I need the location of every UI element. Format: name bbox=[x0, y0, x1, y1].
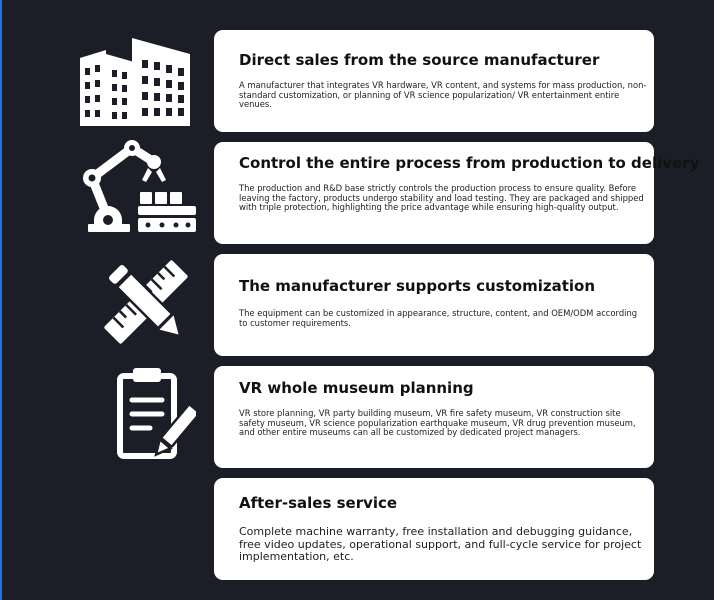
factory-buildings-icon bbox=[80, 38, 190, 126]
ruler-pencil-icon bbox=[104, 260, 188, 344]
feature-description: The production and R&D base strictly con… bbox=[239, 183, 644, 213]
feature-card-customization: The manufacturer supports customization … bbox=[214, 254, 654, 356]
feature-card-direct-sales: Direct sales from the source manufacture… bbox=[214, 30, 654, 132]
clipboard-pen-icon bbox=[117, 368, 196, 459]
feature-card-after-sales: After-sales service Complete machine war… bbox=[214, 478, 654, 580]
feature-title: Direct sales from the source manufacture… bbox=[239, 51, 600, 69]
feature-card-museum-planning: VR whole museum planning VR store planni… bbox=[214, 366, 654, 468]
feature-description: A manufacturer that integrates VR hardwa… bbox=[239, 80, 647, 110]
feature-card-process-control: Control the entire process from producti… bbox=[214, 142, 699, 244]
robotic-arm-icon bbox=[83, 140, 196, 232]
feature-title: Control the entire process from producti… bbox=[239, 154, 700, 172]
feature-title: After-sales service bbox=[239, 494, 398, 512]
feature-description: VR store planning, VR party building mus… bbox=[239, 408, 636, 438]
feature-title: VR whole museum planning bbox=[239, 379, 474, 397]
feature-description: The equipment can be customized in appea… bbox=[239, 308, 638, 328]
feature-title: The manufacturer supports customization bbox=[239, 277, 595, 295]
feature-description: Complete machine warranty, free installa… bbox=[239, 525, 642, 563]
left-accent-line bbox=[0, 0, 2, 600]
